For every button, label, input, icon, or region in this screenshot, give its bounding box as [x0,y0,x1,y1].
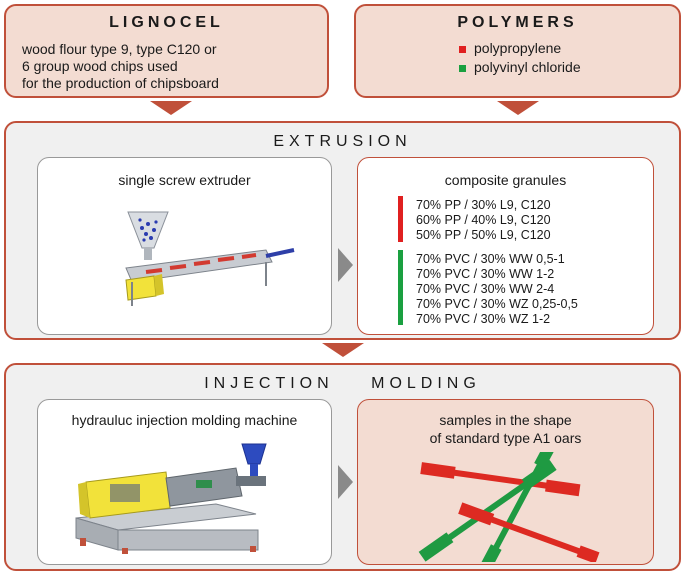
pvc-item-5: 70% PVC / 30% WZ 1-2 [416,312,551,326]
molding-machine-illustration [75,443,267,554]
pp-item-3: 50% PP / 50% L9, C120 [416,228,551,242]
lignocel-box: LIGNOCEL wood flour type 9, type C120 or… [4,4,329,98]
polypropylene-marker [459,46,466,53]
arrow-right-extrusion [338,248,353,282]
oar-samples-illustration [418,452,600,562]
samples-line-1: samples in the shape [439,412,572,428]
arrow-down-lignocel [150,101,192,115]
pp-bar [398,196,403,242]
injection-title: INJECTION MOLDING [204,375,481,392]
pp-item-1: 70% PP / 30% L9, C120 [416,198,551,212]
pvc-item-3: 70% PVC / 30% WW 2-4 [416,282,555,296]
lignocel-line-1: wood flour type 9, type C120 or [22,41,217,57]
arrow-right-injection [338,465,353,499]
pvc-marker [459,65,466,72]
samples-panel: samples in the shape of standard type A1… [357,399,654,565]
lignocel-line-3: for the production of chipsboard [22,75,219,91]
pvc-label: polyvinyl chloride [474,59,581,75]
granules-panel: composite granules 70% PP / 30% L9, C120… [357,157,654,335]
extrusion-section: EXTRUSION single screw extruder [4,121,681,340]
polypropylene-label: polypropylene [474,40,562,56]
extruder-label: single screw extruder [118,172,251,188]
pvc-bar [398,250,403,325]
extrusion-title: EXTRUSION [273,133,412,150]
lignocel-title: LIGNOCEL [109,14,224,31]
pvc-item-2: 70% PVC / 30% WW 1-2 [416,267,555,281]
extruder-panel: single screw extruder [37,157,332,335]
samples-line-2: of standard type A1 oars [429,430,582,446]
arrow-down-extrusion [322,343,364,357]
injection-section: INJECTION MOLDING hydrauluc injection mo… [4,363,681,571]
extruder-illustration [125,211,295,306]
molding-machine-panel: hydrauluc injection molding machine [37,399,332,565]
granules-title: composite granules [444,172,567,188]
pvc-item-1: 70% PVC / 30% WW 0,5-1 [416,252,565,266]
polymers-title: POLYMERS [457,14,578,31]
pp-item-2: 60% PP / 40% L9, C120 [416,213,551,227]
molding-machine-label: hydrauluc injection molding machine [71,412,298,428]
arrow-down-polymers [497,101,539,115]
lignocel-line-2: 6 group wood chips used [22,58,178,74]
polymers-box: POLYMERS polypropylene polyvinyl chlorid… [354,4,681,98]
pvc-item-4: 70% PVC / 30% WZ 0,25-0,5 [416,297,578,311]
